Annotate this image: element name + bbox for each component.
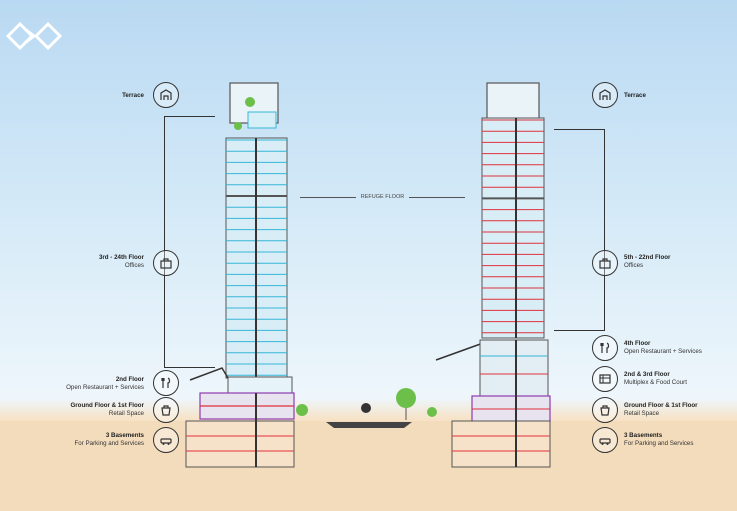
right-tower: [435, 82, 551, 468]
office-icon: [153, 250, 179, 276]
restaurant-icon: [592, 335, 618, 361]
plaza: [296, 388, 437, 428]
parking-icon: [592, 427, 618, 453]
left-tower: [185, 82, 295, 468]
multiplex-icon: [592, 366, 618, 392]
office-icon: [592, 250, 618, 276]
retail-icon: [592, 397, 618, 423]
terrace-icon: [592, 82, 618, 108]
left-office-bracket: [164, 116, 215, 368]
parking-icon: [153, 427, 179, 453]
right-office-bracket: [554, 129, 605, 331]
logo-icon: [5, 21, 63, 51]
right-label-terrace: Terrace: [624, 92, 646, 99]
retail-icon: [153, 397, 179, 423]
refuge-floor-label: REFUGE FLOOR: [300, 193, 465, 201]
restaurant-icon: [153, 370, 179, 396]
left-label-terrace: Terrace: [122, 92, 144, 99]
terrace-icon: [153, 82, 179, 108]
